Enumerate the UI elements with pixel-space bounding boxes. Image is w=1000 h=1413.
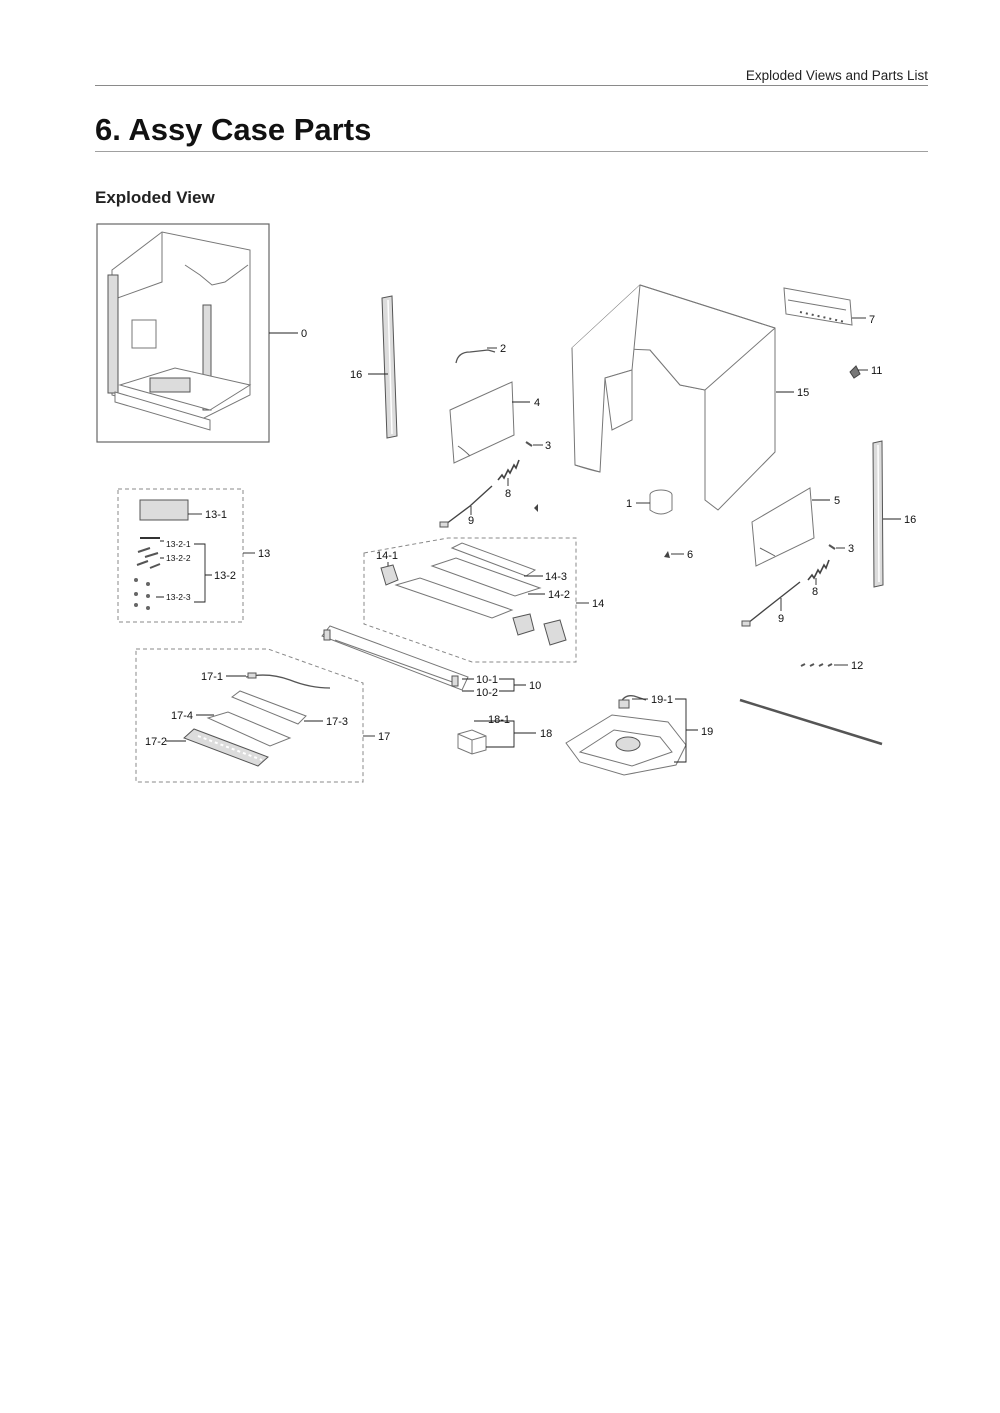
- callout-17-2: 17-2: [145, 736, 167, 748]
- callout-13-2: 13-2: [214, 570, 236, 582]
- exploded-view-subtitle: Exploded View: [95, 188, 215, 207]
- part-8-spring-right: [807, 559, 830, 581]
- callout-10-2: 10-2: [476, 687, 498, 699]
- part-18-block: [457, 729, 487, 755]
- group-17-control-assy: [135, 648, 364, 783]
- callout-10-1: 10-1: [476, 674, 498, 686]
- callout-17-1: 17-1: [201, 671, 223, 683]
- callout-1: 1: [626, 498, 632, 510]
- callout-15: 15: [797, 387, 809, 399]
- part-9-cable-left: [439, 485, 493, 528]
- callout-6: 6: [687, 549, 693, 561]
- callout-13: 13: [258, 548, 270, 560]
- part-5-side-panel: [751, 487, 815, 567]
- group-13-kit: [117, 488, 244, 623]
- callout-19: 19: [701, 726, 713, 738]
- section-title: 6. Assy Case Parts: [95, 112, 928, 152]
- callout-17-4: 17-4: [171, 710, 193, 722]
- part-4-side-panel: [449, 381, 515, 464]
- callout-13-1: 13-1: [205, 509, 227, 521]
- long-rail: [739, 698, 883, 746]
- callout-8-left: 8: [505, 488, 511, 500]
- callout-18-1: 18-1: [488, 714, 510, 726]
- callout-10: 10: [529, 680, 541, 692]
- callout-14-3: 14-3: [545, 571, 567, 583]
- part-10-front-panel: [321, 625, 469, 691]
- callout-17: 17: [378, 731, 390, 743]
- callout-9-right: 9: [778, 613, 784, 625]
- callout-2: 2: [500, 343, 506, 355]
- callout-13-2-1: 13-2-1: [166, 539, 191, 549]
- part-11-clip: [849, 365, 861, 379]
- callout-13-2-3: 13-2-3: [166, 592, 191, 602]
- running-header: Exploded Views and Parts List: [95, 68, 928, 86]
- part-9-cable-right: [741, 581, 801, 627]
- group-14-rail-assy: [363, 537, 577, 663]
- part-7-top-bracket: [783, 287, 853, 326]
- callout-14: 14: [592, 598, 604, 610]
- callout-11: 11: [871, 365, 882, 377]
- callout-14-2: 14-2: [548, 589, 570, 601]
- callout-4: 4: [534, 397, 540, 409]
- part-3-screw-right: [828, 544, 836, 550]
- part-2-wire-clip: [455, 349, 496, 364]
- callout-16-right: 16: [904, 514, 916, 526]
- part-0-assembly: [96, 223, 270, 443]
- callout-3-left: 3: [545, 440, 551, 452]
- part-3-screw-left: [525, 441, 533, 447]
- part-8-spring-left: [497, 459, 520, 481]
- part-16-left-strip: [381, 295, 398, 439]
- part-12-screws: [800, 663, 833, 667]
- callout-14-1: 14-1: [376, 550, 398, 562]
- part-1-cylinder: [649, 489, 673, 515]
- part-16-right-strip: [872, 440, 884, 588]
- callout-13-2-2: 13-2-2: [166, 553, 191, 563]
- part-15-case: [571, 284, 776, 511]
- callout-19-1: 19-1: [651, 694, 673, 706]
- callout-12: 12: [851, 660, 863, 672]
- callout-16-left: 16: [350, 369, 362, 381]
- callout-0: 0: [301, 328, 307, 340]
- callout-7: 7: [869, 314, 875, 326]
- callout-5: 5: [834, 495, 840, 507]
- callout-9-left: 9: [468, 515, 474, 527]
- part-19-base-assy: [565, 695, 687, 776]
- callout-3-right: 3: [848, 543, 854, 555]
- part-6-small-part: [664, 551, 670, 558]
- callout-17-3: 17-3: [326, 716, 348, 728]
- callout-18: 18: [540, 728, 552, 740]
- callout-8-right: 8: [812, 586, 818, 598]
